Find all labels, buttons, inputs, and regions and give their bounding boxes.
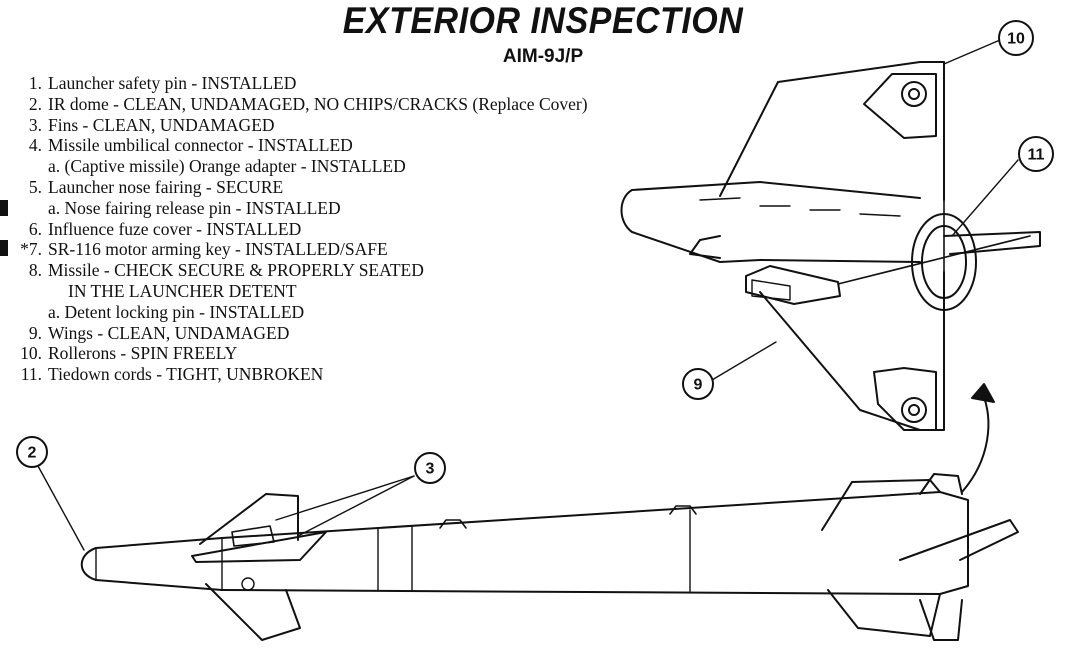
leader-line-10 (943, 39, 1001, 65)
checklist-item-8: 8.Missile - CHECK SECURE & PROPERLY SEAT… (28, 260, 424, 281)
nose-cone (95, 537, 223, 591)
aft-rolleron-lower (919, 599, 963, 641)
checklist-item-7: *7.SR-116 motor arming key - INSTALLED/S… (20, 239, 388, 260)
checklist-item-5a: a. Nose fairing release pin - INSTALLED (48, 197, 341, 218)
callout-circle-10 (998, 20, 1034, 56)
aft-wing-lower (827, 589, 941, 637)
canard-fin-lower (205, 583, 301, 641)
change-bar-marker (0, 240, 8, 256)
leader-line-11 (951, 159, 1019, 237)
canard-fin-mid (191, 531, 327, 563)
detail-arrow (961, 391, 990, 493)
checklist-item-11: 11.Tiedown cords - TIGHT, UNBROKEN (20, 364, 324, 385)
checklist-item-2: 2.IR dome - CLEAN, UNDAMAGED, NO CHIPS/C… (28, 93, 588, 114)
callout-circle-3 (414, 452, 446, 484)
ir-dome (80, 547, 97, 581)
checklist-item-10: 10.Rollerons - SPIN FREELY (20, 343, 238, 364)
fuze-window (241, 577, 255, 591)
lower-rolleron-hub (908, 404, 920, 416)
missile-body (221, 491, 969, 595)
leader-line-3a (275, 475, 415, 521)
detent-locking-pin (751, 279, 791, 301)
checklist-item-4a: a. (Captive missile) Orange adapter - IN… (48, 156, 406, 177)
checklist-item-3: 3.Fins - CLEAN, UNDAMAGED (28, 114, 275, 135)
checklist-item-9: 9.Wings - CLEAN, UNDAMAGED (28, 322, 290, 343)
aft-wing-upper (821, 479, 941, 531)
upper-rolleron (901, 81, 927, 107)
launcher-hanger-forward (439, 519, 467, 529)
left-wing (689, 235, 721, 259)
checklist-item-8a: a. Detent locking pin - INSTALLED (48, 301, 305, 322)
callout-circle-9 (682, 368, 714, 400)
page-subtitle: AIM-9J/P (502, 46, 584, 67)
callout-9: 9 (694, 377, 703, 394)
callout-circle-2 (16, 436, 48, 468)
upper-rolleron-housing (863, 73, 937, 139)
aft-section-detail (620, 61, 1041, 431)
right-wing (943, 231, 1041, 255)
callout-3: 3 (426, 461, 435, 478)
leader-line-9 (711, 341, 777, 381)
checklist-item-4: 4.Missile umbilical connector - INSTALLE… (28, 135, 353, 156)
lower-rolleron-housing (873, 367, 937, 431)
upper-rolleron-hub (908, 88, 920, 100)
callout-11: 11 (1028, 147, 1045, 164)
missile-side-view (80, 473, 1019, 641)
checklist-item-5: 5.Launcher nose fairing - SECURE (28, 176, 284, 197)
detail-arrowhead (971, 383, 995, 403)
checklist-item-8-continued: IN THE LAUNCHER DETENT (68, 280, 297, 301)
leader-line-3b (297, 475, 415, 537)
callout-2: 2 (28, 445, 37, 462)
aft-wing-right (899, 519, 1019, 561)
inspection-checklist: 1.Launcher safety pin - INSTALLED 2.IR d… (6, 73, 746, 385)
canard-fin-upper (199, 493, 299, 545)
page-title: EXTERIOR INSPECTION (342, 0, 744, 42)
checklist-item-6: 6.Influence fuze cover - INSTALLED (28, 218, 302, 239)
launcher-hanger-aft (669, 505, 697, 515)
leader-line-2 (37, 465, 85, 551)
lower-rolleron (901, 397, 927, 423)
callout-10: 10 (1007, 31, 1025, 48)
launcher-detent-block (745, 265, 841, 305)
callout-circle-11 (1018, 136, 1054, 172)
change-bar-marker (0, 200, 8, 216)
body-seam (699, 197, 901, 217)
body-tube-top (631, 181, 921, 199)
aft-rolleron-upper (919, 473, 963, 495)
tiedown-cord (837, 235, 1031, 285)
checklist-item-1: 1.Launcher safety pin - INSTALLED (28, 73, 297, 93)
umbilical-connector (231, 525, 275, 547)
body-tube-outline (620, 189, 921, 263)
